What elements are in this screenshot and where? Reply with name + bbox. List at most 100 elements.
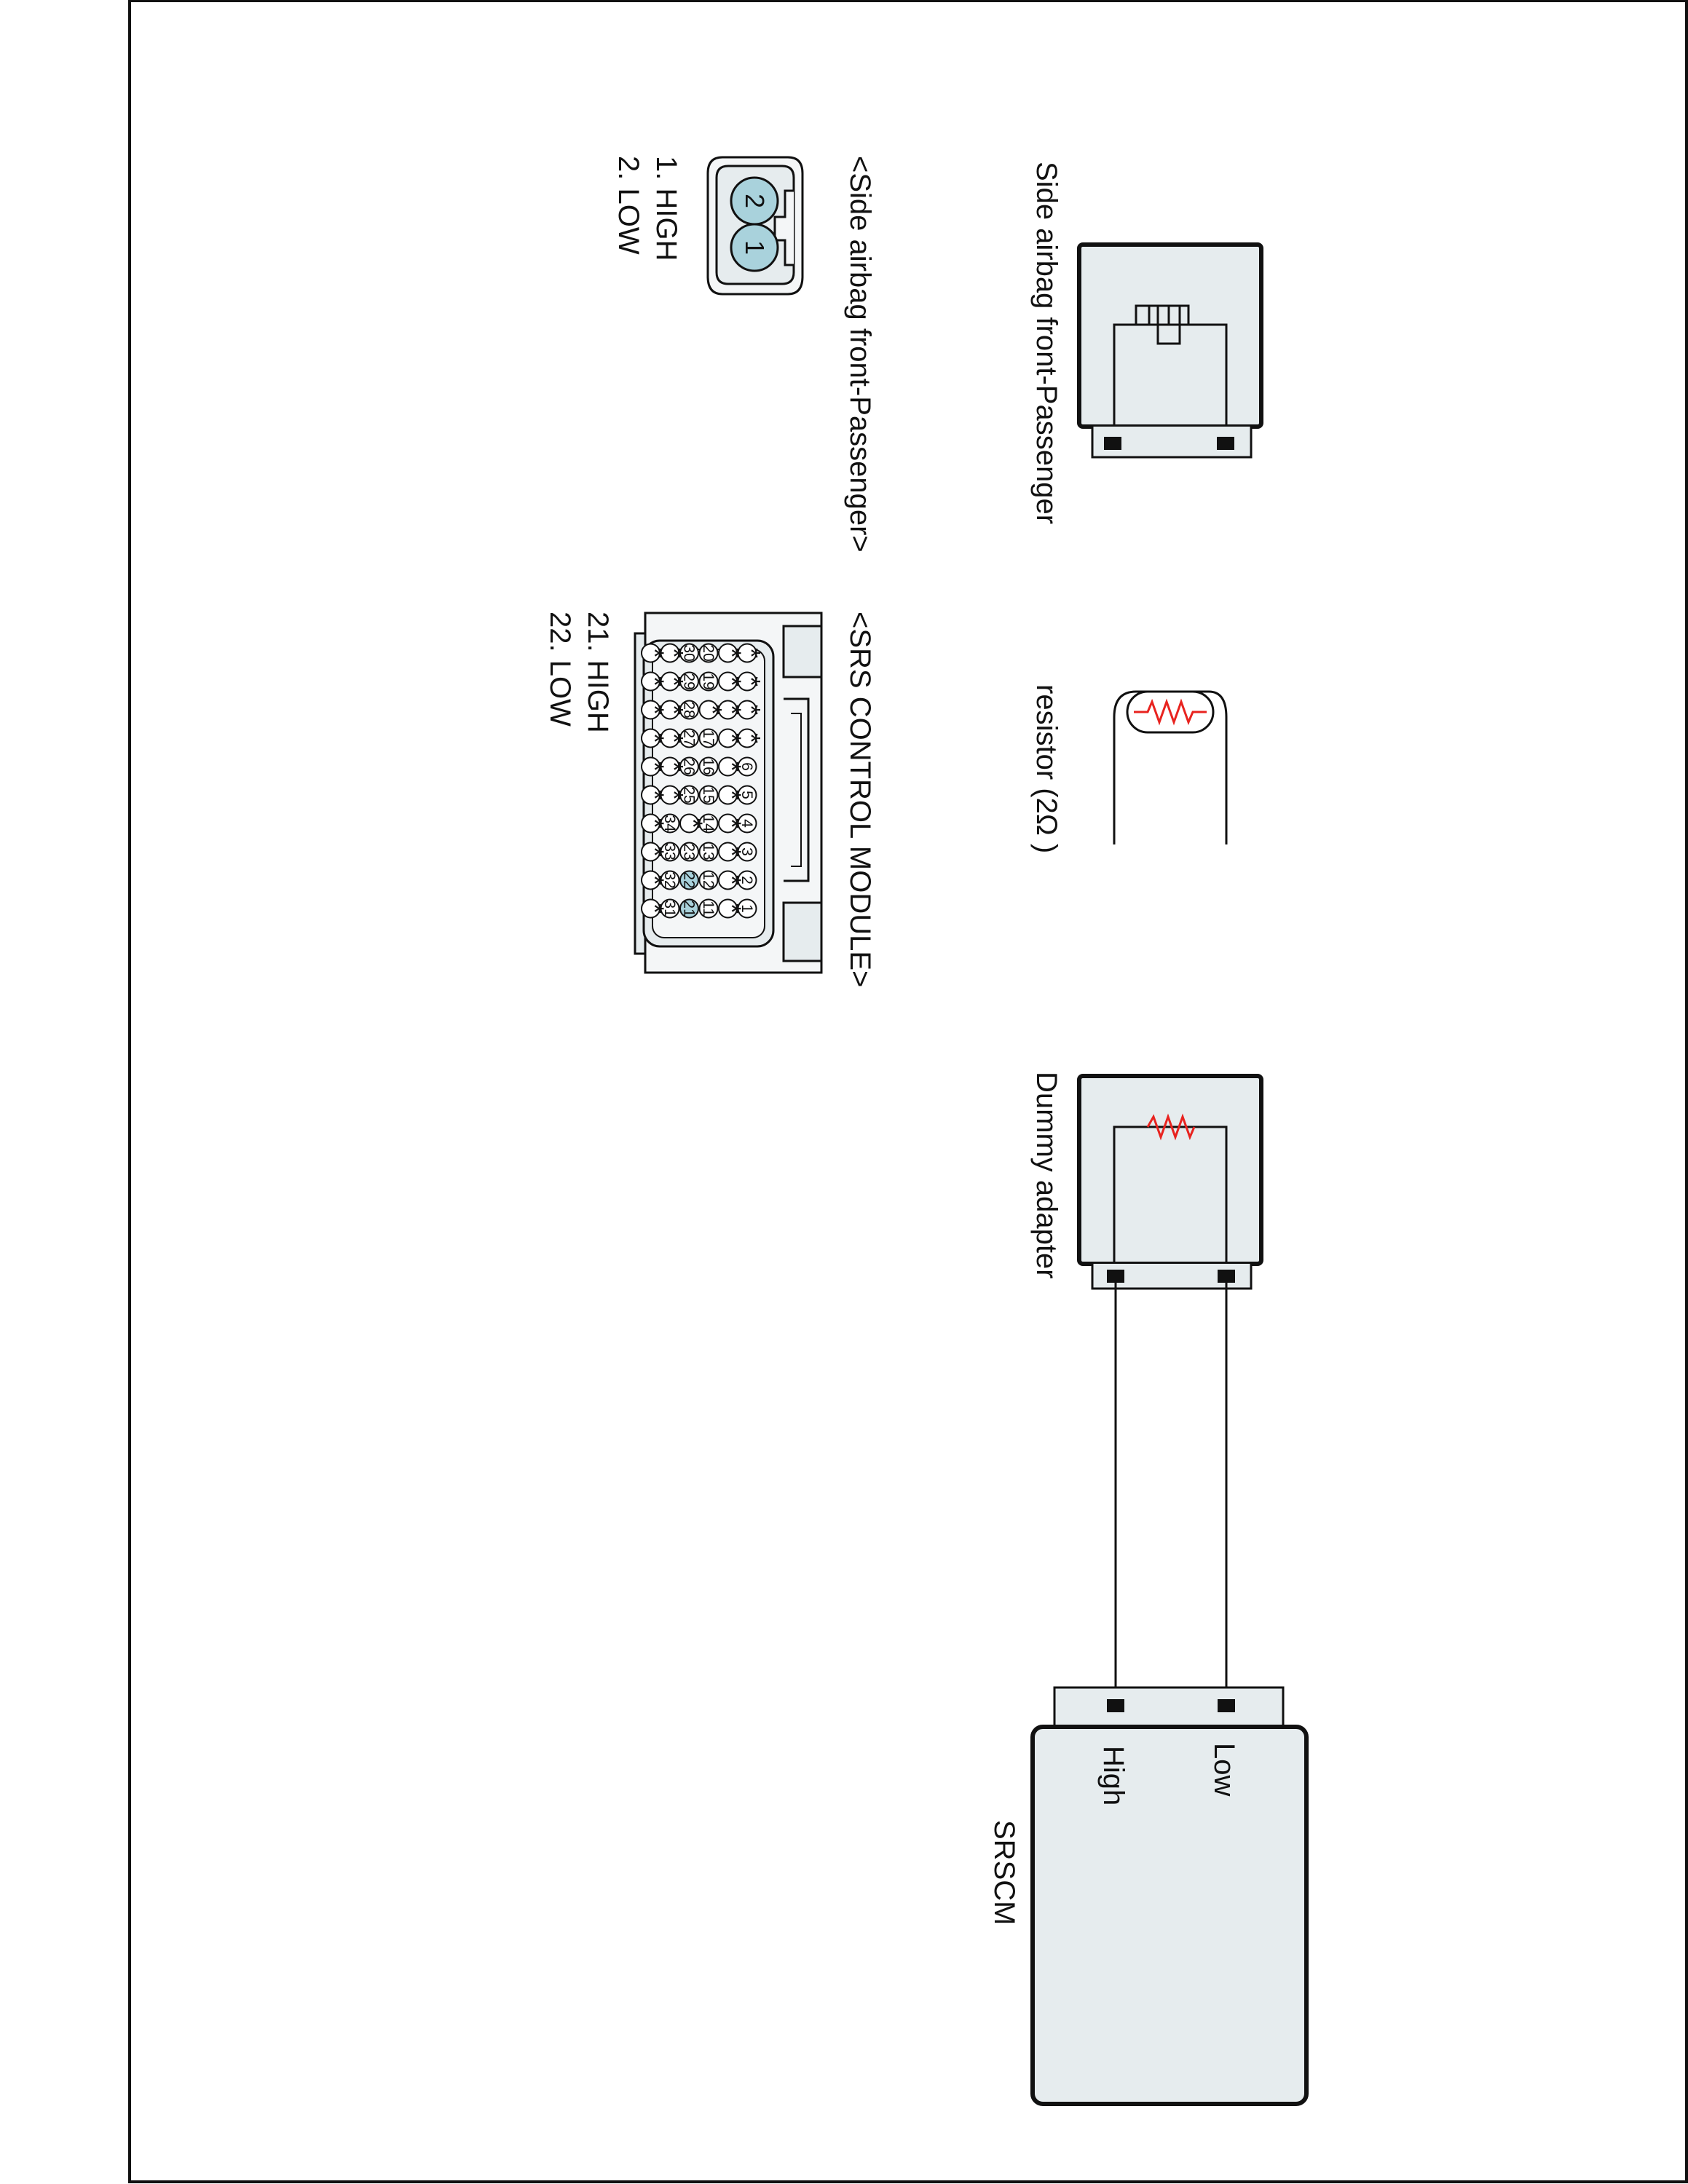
srs-pin-cavity [698, 671, 719, 692]
srs-pin-cavity [737, 728, 757, 748]
srs-pin-cavity [679, 643, 699, 663]
srs-pin-number: * [640, 903, 670, 914]
srs-pin-number: * [640, 733, 670, 743]
srs-pin-cavity [660, 671, 680, 692]
srs-pin-number: * [736, 648, 766, 658]
resistor-zigzag-symbol [1134, 698, 1207, 726]
srs-pin-number: * [640, 761, 670, 772]
srs-pin-cavity [679, 671, 699, 692]
srs-pin-number: * [717, 648, 747, 658]
srs-pin-number: * [640, 676, 670, 687]
dummy-adapter-component [1077, 1074, 1263, 1290]
srs-pin-number: * [736, 705, 766, 715]
srs-pin-number: * [640, 875, 670, 885]
srs-pin-cavity [698, 898, 719, 919]
srs-pin-number: * [640, 818, 670, 828]
side-airbag-pin-1: 1. HIGH [650, 156, 682, 261]
srs-pin-number: * [659, 648, 689, 658]
srs-pin-number: 23 [681, 843, 698, 860]
srs-pin-cavity [641, 756, 660, 777]
srs-pin-number: * [717, 903, 747, 914]
srs-pin-cavity [737, 813, 757, 834]
srs-pin-cavity [660, 643, 680, 663]
srs-pin-cavity [698, 870, 719, 890]
srs-pin-number: * [717, 676, 747, 687]
side-airbag-component [1077, 242, 1263, 459]
srs-pin-cavity [641, 870, 660, 890]
resistor-component [1113, 690, 1228, 844]
srs-pin-cavity [698, 700, 719, 720]
srs-pin-number: * [640, 648, 670, 658]
side-airbag-label: Side airbag front-Passenger [1030, 162, 1062, 524]
srs-pin-number: * [640, 790, 670, 800]
srs-pin-cavity [679, 842, 699, 862]
dummy-adapter-label: Dummy adapter [1030, 1072, 1062, 1279]
srs-pin-cavity [679, 700, 699, 720]
srs-pin-number: * [679, 818, 709, 828]
srs-pin-cavity [698, 756, 719, 777]
srs-pin-cavity [641, 813, 660, 834]
srs-pin-number: * [717, 818, 747, 828]
srs-pin-number: 17 [700, 729, 717, 746]
srs-pin-cavity [718, 813, 738, 834]
srs-pin-cavity [698, 813, 719, 834]
srs-pin-cavity [641, 842, 660, 862]
srs-pin-cavity [679, 728, 699, 748]
srs-pin-number: 1 [738, 904, 755, 913]
side-airbag-cavity-2-number: 2 [740, 194, 770, 208]
srs-pin-cavity [660, 870, 680, 890]
srs-pin-number: 32 [661, 871, 678, 888]
srs-pin-cavity [718, 756, 738, 777]
srs-pin-number: 12 [700, 871, 717, 888]
srs-pin-cavity [737, 756, 757, 777]
srs-pin-cavity [660, 842, 680, 862]
side-airbag-cavity-1-number: 1 [740, 240, 770, 255]
srs-pin-number: 22 [681, 871, 698, 888]
srs-pin-number: * [640, 705, 670, 715]
srs-pin-number: 6 [738, 762, 755, 771]
srs-pin-number: * [717, 761, 747, 772]
srs-pin-number: * [659, 733, 689, 743]
srs-pin-number: 14 [700, 815, 717, 832]
srs-pin-cavity [698, 728, 719, 748]
srs-pin-cavity [718, 870, 738, 890]
connector-lock-tab [773, 189, 794, 266]
srs-pin-number: 20 [700, 644, 717, 661]
resistor-label: resistor (2Ω ) [1030, 684, 1062, 853]
srs-pin-cavity [698, 643, 719, 663]
srs-pin-cavity [679, 813, 699, 834]
srs-pin-number: 4 [738, 819, 755, 828]
srs-pin-cavity [641, 898, 660, 919]
srs-pin-number: 5 [738, 791, 755, 799]
srs-pin-cavity [718, 842, 738, 862]
srs-pin-22: 22. LOW [544, 612, 576, 727]
srs-pin-number: * [717, 790, 747, 800]
srs-pin-cavity [641, 671, 660, 692]
srs-pin-cavity [660, 756, 680, 777]
srs-pin-cavity [737, 842, 757, 862]
srs-pin-number: 34 [661, 815, 678, 832]
srs-pin-number: * [640, 847, 670, 857]
srs-pin-number: 3 [738, 847, 755, 856]
srs-pin-cavity [660, 813, 680, 834]
side-airbag-connector: 1 2 [706, 156, 804, 296]
srs-pin-number: 19 [700, 673, 717, 689]
srs-pin-number: * [659, 705, 689, 715]
srs-pin-cavity [679, 756, 699, 777]
srs-pin-21: 21. HIGH [582, 612, 614, 733]
srs-pin-grid: 123456**************11121314151617*19202… [640, 643, 766, 919]
side-airbag-connector-title: <Side airbag front-Passenger> [844, 156, 876, 553]
srs-pin-cavity [718, 671, 738, 692]
srs-pin-cavity [737, 700, 757, 720]
srscm-high-pin-label: High [1097, 1746, 1129, 1805]
dummy-adapter-resistor-symbol [1146, 1113, 1196, 1141]
srs-pin-number: 15 [700, 786, 717, 803]
srs-pin-cavity [641, 728, 660, 748]
srs-pin-number: 11 [700, 901, 717, 917]
srs-control-module-title: <SRS CONTROL MODULE> [844, 612, 876, 987]
srscm-low-pin-label: Low [1208, 1743, 1240, 1796]
srs-pin-cavity [660, 785, 680, 805]
srs-pin-number: 27 [681, 729, 698, 746]
srs-pin-number: * [736, 733, 766, 743]
